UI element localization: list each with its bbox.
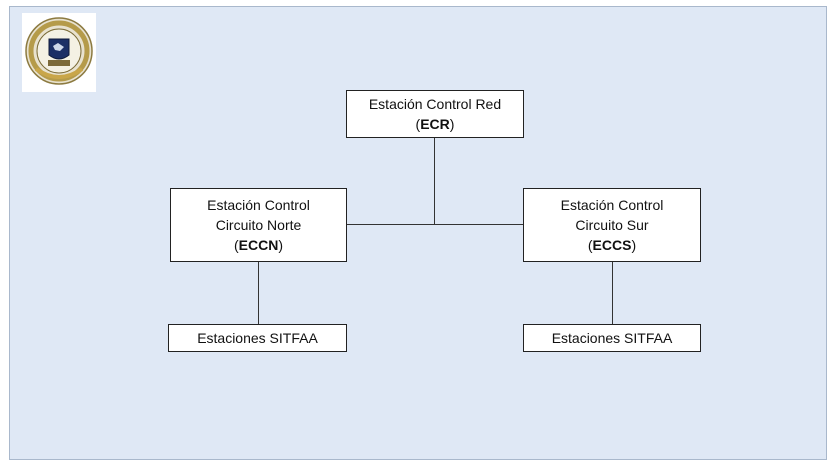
node-eccs-line1: Estación Control <box>560 197 664 213</box>
node-eccn-abbr-line: (ECCN) <box>234 235 283 255</box>
node-ecr: Estación Control Red (ECR) <box>346 90 524 138</box>
node-eccs: Estación Control Circuito Sur (ECCS) <box>523 188 701 262</box>
diagram-canvas <box>9 6 827 460</box>
institution-seal-logo <box>22 13 96 92</box>
node-eccn: Estación Control Circuito Norte (ECCN) <box>170 188 347 262</box>
node-ecr-abbr: ECR <box>420 116 450 132</box>
node-sitfaa-left-label: Estaciones SITFAA <box>197 330 318 346</box>
connector-eccn-sitfaa <box>258 262 259 324</box>
paren-open: ( <box>233 237 239 253</box>
paren-close: ) <box>631 237 637 253</box>
node-ecr-title: Estación Control Red <box>368 96 502 112</box>
node-eccn-line1: Estación Control <box>207 197 310 213</box>
connector-horizontal <box>347 224 523 225</box>
paren-open: ( <box>587 237 593 253</box>
node-eccs-line2: Circuito Sur <box>575 217 649 233</box>
node-eccs-abbr: ECCS <box>592 237 632 253</box>
paren-open: ( <box>415 116 421 132</box>
node-sitfaa-left: Estaciones SITFAA <box>168 324 347 352</box>
seal-icon <box>25 17 93 85</box>
connector-ecr-down <box>434 138 435 224</box>
node-eccs-abbr-line: (ECCS) <box>588 235 636 255</box>
paren-close: ) <box>278 237 283 253</box>
connector-eccs-sitfaa <box>612 262 613 324</box>
node-ecr-abbr-line: (ECR) <box>416 114 455 134</box>
node-eccn-line2: Circuito Norte <box>215 217 302 233</box>
paren-close: ) <box>449 116 455 132</box>
node-sitfaa-right: Estaciones SITFAA <box>523 324 701 352</box>
node-eccn-abbr: ECCN <box>238 237 279 253</box>
node-sitfaa-right-label: Estaciones SITFAA <box>551 330 673 346</box>
